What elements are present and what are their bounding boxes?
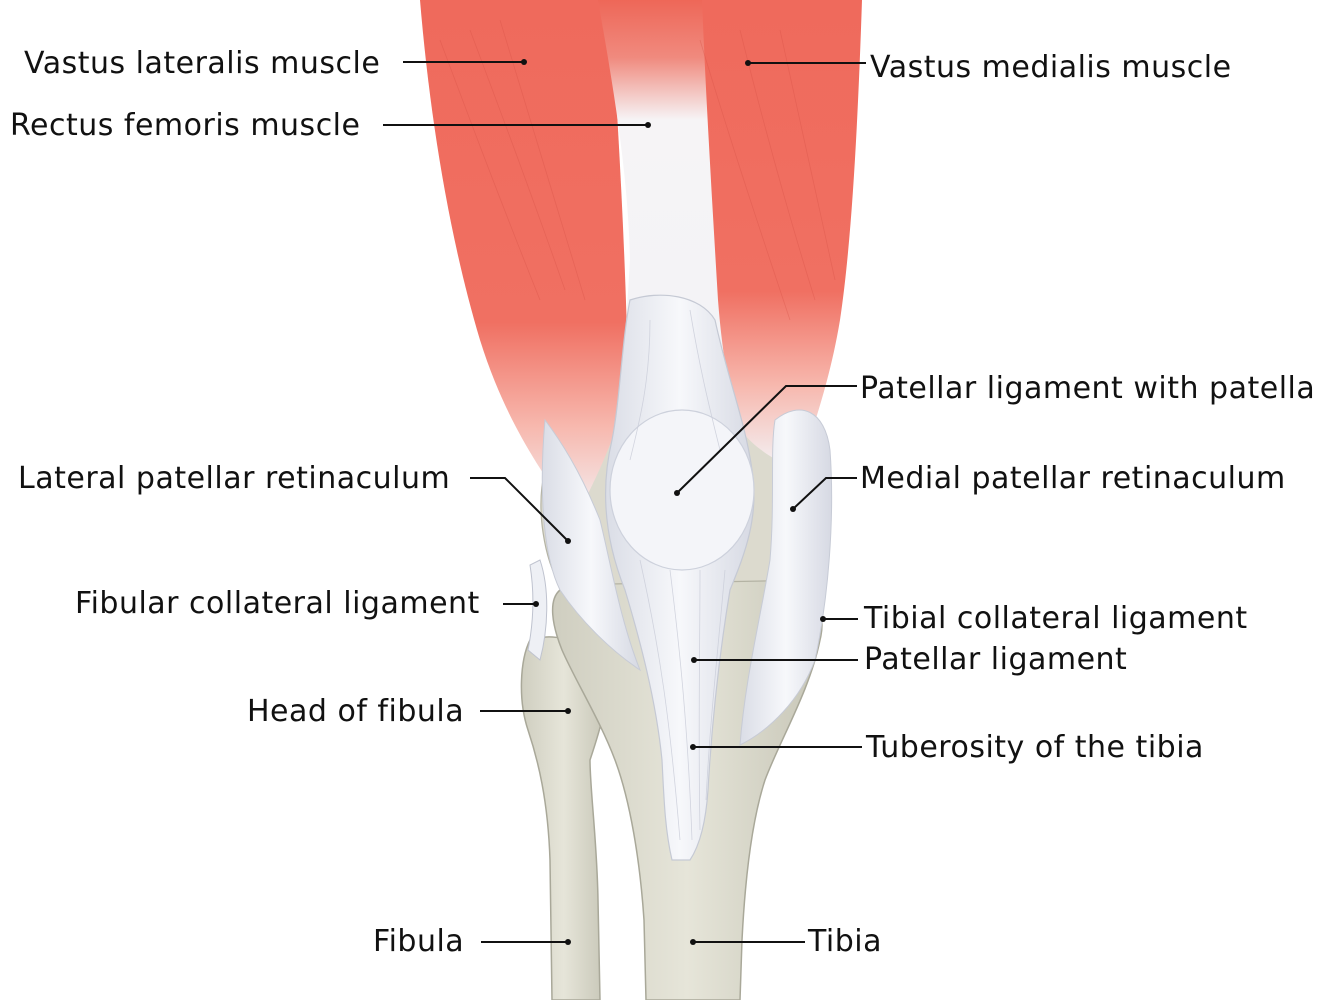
label-patellar-ligament-with-patella: Patellar ligament with patella	[674, 371, 1315, 496]
label-text-fibula: Fibula	[373, 924, 464, 959]
lateral-retinaculum-shape	[541, 418, 642, 672]
label-rectus-femoris: Rectus femoris muscle	[10, 108, 651, 143]
label-tibia: Tibia	[690, 924, 882, 959]
patella-shape	[609, 409, 755, 571]
label-text-patellar-ligament-with-patella: Patellar ligament with patella	[860, 371, 1315, 406]
vastus-medialis-shape	[680, 0, 862, 470]
label-text-medial-retinaculum: Medial patellar retinaculum	[860, 461, 1286, 496]
label-fibular-collateral: Fibular collateral ligament	[75, 586, 539, 621]
label-vastus-lateralis: Vastus lateralis muscle	[24, 46, 527, 81]
label-text-rectus-femoris: Rectus femoris muscle	[10, 108, 360, 143]
label-text-tibia: Tibia	[807, 924, 882, 959]
fibular-collateral-shape	[527, 559, 548, 661]
label-patellar-ligament: Patellar ligament	[691, 642, 1127, 677]
ligaments	[527, 294, 833, 861]
label-medial-retinaculum: Medial patellar retinaculum	[790, 461, 1286, 512]
label-text-head-of-fibula: Head of fibula	[247, 694, 464, 729]
label-text-fibular-collateral: Fibular collateral ligament	[75, 586, 480, 621]
label-head-of-fibula: Head of fibula	[247, 694, 571, 729]
label-vastus-medialis: Vastus medialis muscle	[745, 50, 1232, 85]
vastus-lateralis-shape	[420, 0, 628, 520]
label-text-vastus-medialis: Vastus medialis muscle	[870, 50, 1232, 85]
label-text-tuberosity-tibia: Tuberosity of the tibia	[865, 730, 1204, 765]
label-tibial-collateral: Tibial collateral ligament	[820, 601, 1248, 636]
label-fibula: Fibula	[373, 924, 571, 959]
label-tuberosity-tibia: Tuberosity of the tibia	[690, 730, 1204, 765]
labels: Vastus lateralis muscle Vastus medialis …	[10, 46, 1315, 959]
label-text-lateral-retinaculum: Lateral patellar retinaculum	[18, 461, 450, 496]
label-text-vastus-lateralis: Vastus lateralis muscle	[24, 46, 380, 81]
label-text-patellar-ligament: Patellar ligament	[864, 642, 1127, 677]
label-lateral-retinaculum: Lateral patellar retinaculum	[18, 461, 571, 544]
label-text-tibial-collateral: Tibial collateral ligament	[863, 601, 1248, 636]
